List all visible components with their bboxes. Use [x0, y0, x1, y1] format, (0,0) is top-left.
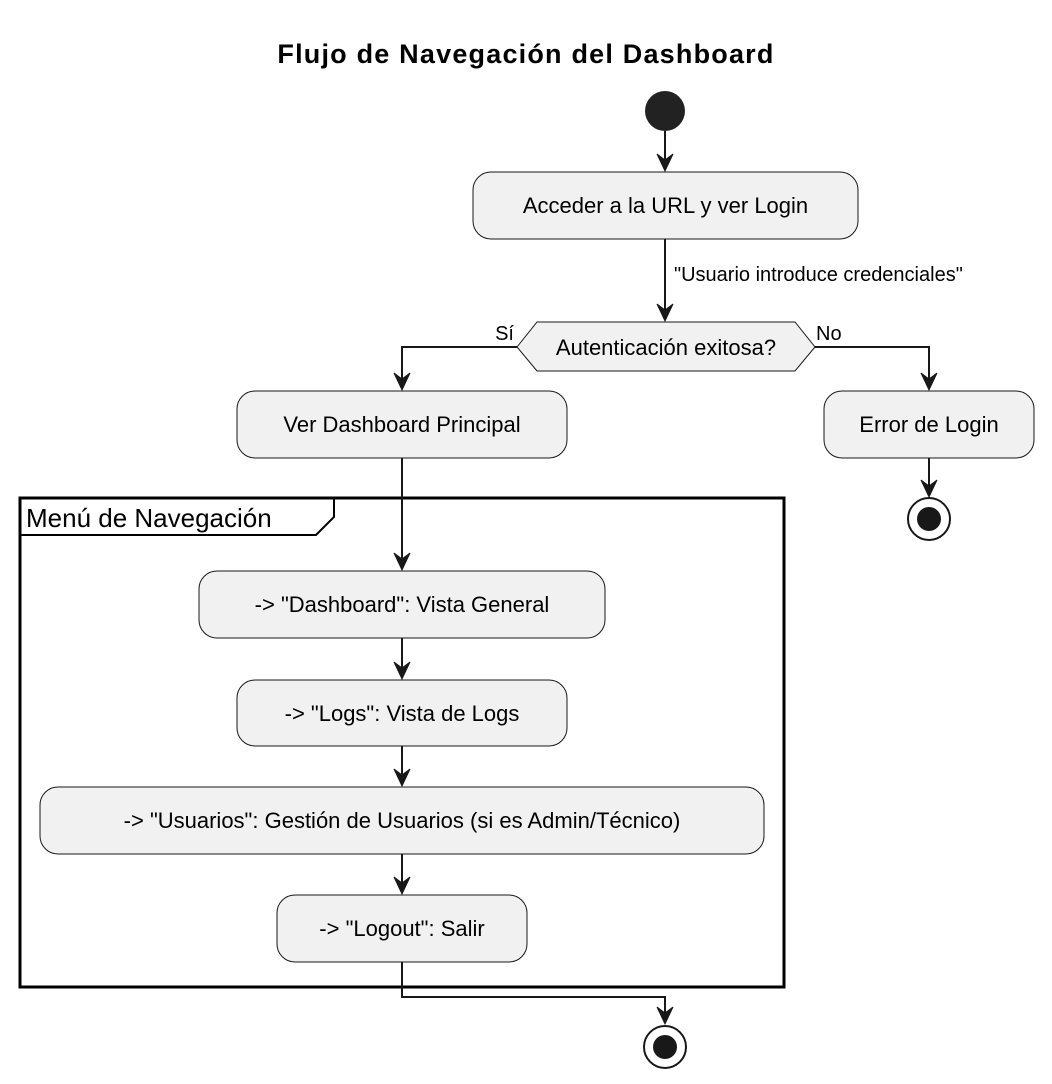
nav-menu-frame-label: Menú de Navegación — [26, 503, 272, 533]
node-view-dashboard-label: Ver Dashboard Principal — [283, 412, 520, 437]
edge-credentials-label: "Usuario introduce credenciales" — [674, 264, 963, 286]
end-node-error-inner — [917, 507, 941, 531]
edge-no-label: No — [816, 323, 842, 345]
edge-yes — [401, 346, 517, 389]
edge-logout-to-end — [401, 962, 666, 1023]
end-node-final-inner — [653, 1035, 677, 1059]
nav-menu-frame-tab — [20, 498, 335, 536]
decision-label: Autenticación exitosa? — [556, 335, 776, 360]
node-nav-dashboard-label: -> "Dashboard": Vista General — [255, 592, 550, 617]
node-nav-logout-label: -> "Logout": Salir — [319, 916, 484, 941]
edge-yes-label: Sí — [495, 323, 514, 345]
start-node — [645, 91, 685, 131]
diagram-title: Flujo de Navegación del Dashboard — [277, 39, 774, 69]
arrowhead — [656, 1006, 674, 1026]
arrowhead — [920, 372, 938, 392]
arrowhead — [393, 372, 411, 392]
arrowhead — [393, 876, 411, 896]
node-nav-users-label: -> "Usuarios": Gestión de Usuarios (si e… — [124, 808, 681, 833]
node-login-error-label: Error de Login — [859, 412, 998, 437]
arrowhead — [393, 768, 411, 788]
arrowhead — [393, 661, 411, 681]
edge-no — [815, 346, 930, 389]
node-access-login-label: Acceder a la URL y ver Login — [523, 193, 808, 218]
node-nav-logs-label: -> "Logs": Vista de Logs — [285, 701, 520, 726]
arrowhead — [656, 303, 674, 323]
arrowhead — [393, 552, 411, 572]
arrowhead — [920, 479, 938, 499]
arrowhead — [656, 153, 674, 173]
